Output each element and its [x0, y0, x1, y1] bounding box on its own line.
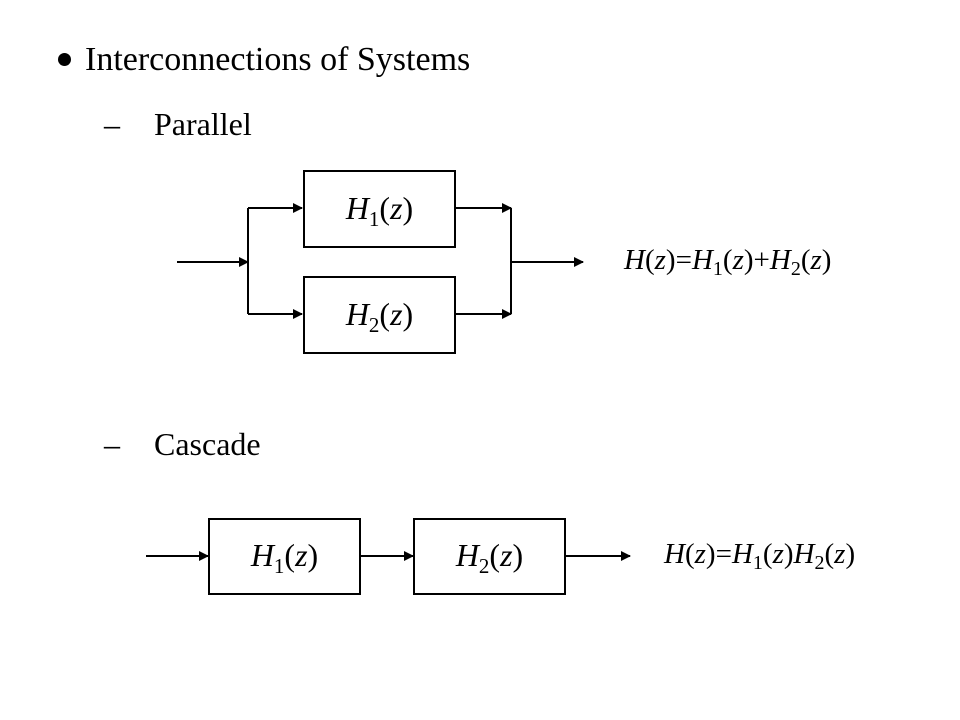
- parallel-label: Parallel: [154, 106, 252, 142]
- cascade-dash: –: [104, 426, 120, 462]
- parallel-box-h1-label: H1(z): [345, 190, 414, 231]
- cascade-box-h1-label: H1(z): [250, 537, 319, 578]
- parallel-heading: –Parallel: [104, 104, 252, 144]
- parallel-dash: –: [104, 106, 120, 142]
- parallel-formula: H(z)=H1(z)+H2(z): [624, 244, 832, 280]
- cascade-heading: –Cascade: [104, 424, 261, 464]
- cascade-box-h2-label: H2(z): [455, 537, 524, 578]
- slide-title: Interconnections of Systems: [58, 38, 470, 82]
- parallel-box-h2-label: H2(z): [345, 296, 414, 337]
- cascade-formula: H(z)=H1(z)H2(z): [664, 538, 856, 574]
- cascade-diagram: [146, 518, 631, 595]
- bullet-icon: [58, 52, 71, 66]
- parallel-diagram: [177, 170, 584, 354]
- cascade-label: Cascade: [154, 426, 261, 462]
- slide-title-text: Interconnections of Systems: [85, 41, 471, 78]
